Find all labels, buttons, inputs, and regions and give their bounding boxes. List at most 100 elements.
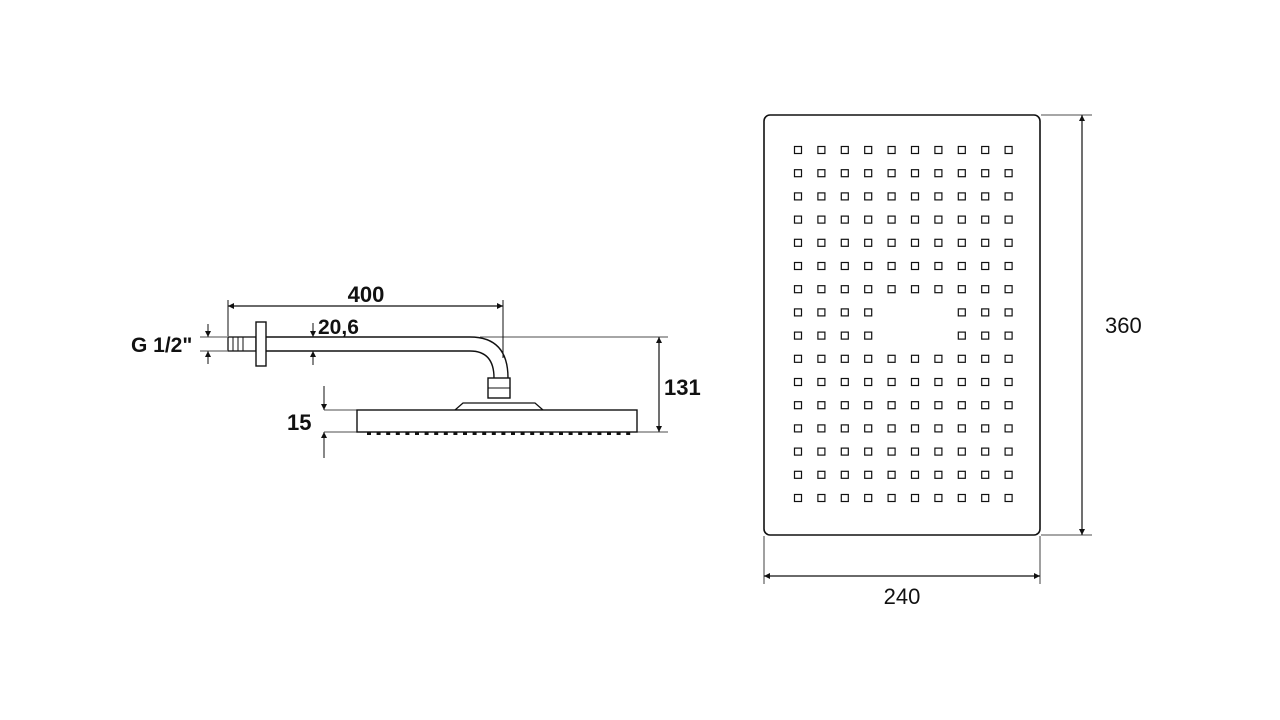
nozzle xyxy=(887,424,896,433)
nozzle xyxy=(793,215,803,224)
dim-drop-height-label: 131 xyxy=(664,375,701,400)
side-nozzle xyxy=(453,432,458,435)
nozzle xyxy=(793,145,803,155)
side-nozzle xyxy=(463,432,467,435)
nozzle xyxy=(957,145,966,155)
nozzle xyxy=(793,169,803,178)
nozzle xyxy=(817,169,826,178)
nozzle xyxy=(934,192,943,201)
side-nozzle xyxy=(530,432,535,435)
nozzle xyxy=(887,401,896,410)
nozzle xyxy=(840,447,849,456)
nozzle xyxy=(793,308,803,317)
side-nozzle xyxy=(568,432,573,435)
shower-head-front xyxy=(763,114,1041,536)
nozzle xyxy=(793,354,803,363)
nozzle xyxy=(981,238,990,247)
head-dome xyxy=(453,402,545,411)
nozzle xyxy=(1004,447,1013,456)
nozzle xyxy=(864,447,873,456)
nozzle xyxy=(887,377,896,387)
shower-head-side xyxy=(356,409,638,433)
nozzle xyxy=(864,238,873,247)
side-nozzle xyxy=(587,432,592,435)
nozzle xyxy=(793,447,803,456)
nozzle xyxy=(981,308,990,317)
front-view: 360 240 xyxy=(763,114,1142,609)
nozzle xyxy=(981,331,990,340)
nozzle xyxy=(910,447,920,456)
nozzle xyxy=(1004,401,1013,410)
side-nozzle xyxy=(559,432,563,435)
side-nozzle xyxy=(395,432,400,435)
nozzle xyxy=(1004,377,1013,387)
wall-flange xyxy=(255,321,267,367)
nozzle xyxy=(864,145,873,155)
nozzle xyxy=(1004,261,1013,271)
nozzle xyxy=(840,145,849,155)
nozzle xyxy=(957,331,966,340)
dim-head-thickness-label: 15 xyxy=(287,410,311,435)
nozzle xyxy=(1004,192,1013,201)
side-nozzle xyxy=(511,432,515,435)
nozzle xyxy=(910,169,920,178)
dim-width-label: 240 xyxy=(884,584,921,609)
nozzle xyxy=(840,261,849,271)
nozzle xyxy=(957,401,966,410)
nozzle xyxy=(1004,424,1013,433)
nozzle xyxy=(1004,169,1013,178)
nozzle xyxy=(910,145,920,155)
side-nozzle xyxy=(626,432,631,435)
nozzle xyxy=(910,192,920,201)
nozzle xyxy=(840,215,849,224)
side-nozzle xyxy=(597,432,602,435)
nozzle xyxy=(934,215,943,224)
nozzle xyxy=(840,308,849,317)
side-nozzle xyxy=(386,432,391,435)
nozzle xyxy=(957,169,966,178)
nozzle xyxy=(817,308,826,317)
nozzle xyxy=(957,493,966,503)
nozzle xyxy=(934,447,943,456)
nozzle xyxy=(840,493,849,503)
side-nozzle xyxy=(376,432,381,435)
side-nozzle xyxy=(405,432,410,435)
nozzle xyxy=(1004,470,1013,479)
nozzle xyxy=(981,377,990,387)
nozzle xyxy=(957,261,966,271)
nozzle xyxy=(1004,331,1013,340)
nozzle xyxy=(817,447,826,456)
nozzle xyxy=(981,285,990,294)
nozzle xyxy=(887,169,896,178)
nozzle xyxy=(934,238,943,247)
nozzle xyxy=(910,261,920,271)
nozzle xyxy=(981,447,990,456)
nozzle xyxy=(910,215,920,224)
nozzle xyxy=(981,215,990,224)
side-nozzle xyxy=(482,432,487,435)
nozzle xyxy=(887,447,896,456)
nozzle xyxy=(817,424,826,433)
nozzle xyxy=(981,145,990,155)
side-nozzle xyxy=(367,432,371,435)
nozzle xyxy=(817,377,826,387)
nozzle xyxy=(887,470,896,479)
nozzle xyxy=(1004,308,1013,317)
side-nozzle xyxy=(415,432,419,435)
nozzle xyxy=(887,192,896,201)
nozzle xyxy=(957,470,966,479)
dim-pipe-diameter-label: 20,6 xyxy=(318,316,359,339)
nozzle xyxy=(840,354,849,363)
nozzle xyxy=(887,285,896,294)
nozzle xyxy=(817,215,826,224)
nozzle xyxy=(981,192,990,201)
nozzle xyxy=(910,424,920,433)
nozzle xyxy=(817,470,826,479)
nozzle xyxy=(840,285,849,294)
nozzle xyxy=(934,470,943,479)
nozzle xyxy=(981,493,990,503)
nozzle xyxy=(934,145,943,155)
side-nozzle xyxy=(616,432,621,435)
nozzle xyxy=(910,377,920,387)
side-nozzle xyxy=(424,432,429,435)
